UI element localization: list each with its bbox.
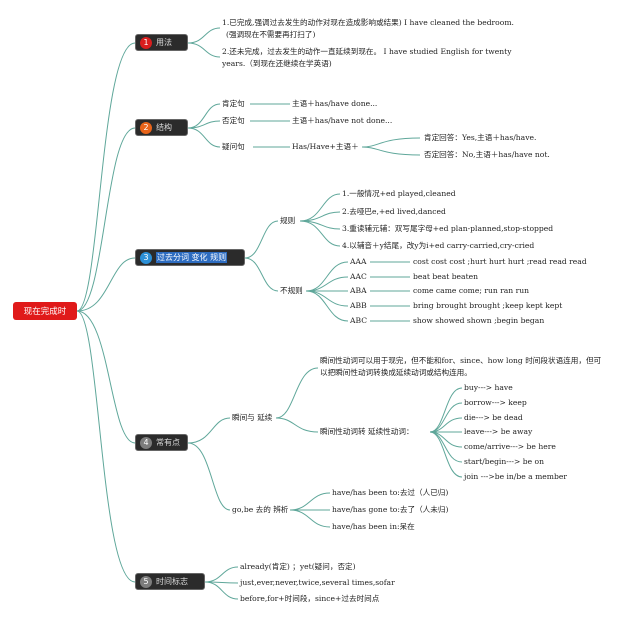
instant-duration-label: 瞬间与 延续: [232, 413, 273, 422]
conversion-item: die---> be dead: [464, 413, 523, 422]
branch-time-markers[interactable]: 5 时间标志: [135, 573, 205, 590]
branch-label: 用法: [156, 38, 172, 47]
irregular-pattern: ABC: [350, 316, 368, 325]
regular-rule: 1.一般情况+ed played,cleaned: [342, 189, 456, 198]
usage-item-2-note: years.（到现在还继续在学英语): [222, 59, 332, 68]
conversion-item: start/begin---> be on: [464, 457, 544, 466]
number-badge-icon: 3: [140, 251, 152, 264]
irregular-pattern: AAA: [350, 257, 367, 266]
irregular-example: cost cost cost ;hurt hurt hurt ;read rea…: [413, 257, 587, 266]
branch-common[interactable]: 4 常有点: [135, 434, 188, 451]
root-node[interactable]: 现在完成时: [13, 302, 77, 320]
regular-rule: 2.去哑巴e,+ed lived,danced: [342, 207, 446, 216]
convert-label: 瞬间性动词转 延续性动词：: [320, 427, 414, 436]
negative-label: 否定句: [222, 116, 245, 125]
time-marker-item: already(肯定) ；yet(疑问，否定): [240, 562, 356, 571]
number-badge-icon: 2: [140, 121, 152, 134]
irregular-example: come came come; run ran run: [413, 286, 530, 295]
go-be-item: have/has been to:去过（人已归): [332, 488, 449, 497]
go-be-item: have/has gone to:去了（人未归): [332, 505, 449, 514]
irregular-label: 不规则: [280, 286, 303, 295]
question-form: Has/Have+主语＋: [292, 142, 359, 151]
go-be-item: have/has been in:呆在: [332, 522, 415, 531]
affirmative-label: 肯定句: [222, 99, 245, 108]
number-badge-icon: 4: [140, 436, 152, 449]
branch-label: 过去分词 变化 规则: [156, 252, 228, 263]
regular-rule: 3.重读辅元辅：双写尾字母+ed plan-planned,stop-stopp…: [342, 224, 554, 233]
branch-label: 结构: [156, 123, 172, 132]
answer-yes: 肯定回答：Yes,主语＋has/have.: [424, 133, 537, 142]
branch-usage[interactable]: 1 用法: [135, 34, 188, 51]
irregular-pattern: ABA: [350, 286, 367, 295]
irregular-example: show showed shown ;begin began: [413, 316, 545, 325]
instant-note-line-1: 瞬间性动词可以用于现完，但不能和for、since、how long 时间段状语…: [320, 356, 602, 365]
irregular-example: bring brought brought ;keep kept kept: [413, 301, 563, 310]
branch-participle[interactable]: 3 过去分词 变化 规则: [135, 249, 245, 266]
conversion-item: borrow---> keep: [464, 398, 527, 407]
go-be-label: go,be 去的 辨析: [232, 505, 289, 514]
irregular-example: beat beat beaten: [413, 272, 479, 281]
number-badge-icon: 5: [140, 575, 152, 588]
conversion-item: join --->be in/be a member: [464, 472, 567, 481]
negative-form: 主语＋has/have not done...: [292, 116, 393, 125]
usage-item-2: 2.还未完成，过去发生的动作一直延续到现在。 I have studied En…: [222, 47, 512, 56]
regular-label: 规则: [280, 216, 296, 225]
answer-no: 否定回答：No,主语＋has/have not.: [424, 150, 550, 159]
affirmative-form: 主语＋has/have done...: [292, 99, 378, 108]
conversion-item: come/arrive---> be here: [464, 442, 556, 451]
number-badge-icon: 1: [140, 36, 152, 49]
branch-label: 时间标志: [156, 577, 188, 586]
usage-item-1-note: (强调现在不需要再打扫了): [226, 30, 316, 39]
irregular-pattern: ABB: [350, 301, 367, 310]
usage-item-1: 1.已完成,强调过去发生的动作对现在造成影响或结果) I have cleane…: [222, 18, 514, 27]
root-label: 现在完成时: [23, 307, 67, 317]
conversion-item: leave---> be away: [464, 427, 533, 436]
question-label: 疑问句: [222, 142, 245, 151]
instant-note-line-2: 以把瞬间性动词转换成延续动词或结构连用。: [320, 368, 472, 377]
irregular-pattern: AAC: [350, 272, 367, 281]
regular-rule: 4.以辅音＋y结尾，改y为i+ed carry-carried,cry-crie…: [342, 241, 535, 250]
conversion-item: buy---> have: [464, 383, 513, 392]
branch-label: 常有点: [156, 438, 180, 447]
time-marker-item: before,for+时间段，since+过去时间点: [240, 594, 380, 603]
branch-structure[interactable]: 2 结构: [135, 119, 188, 136]
time-marker-item: just,ever,never,twice,several times,sofa…: [240, 578, 395, 587]
